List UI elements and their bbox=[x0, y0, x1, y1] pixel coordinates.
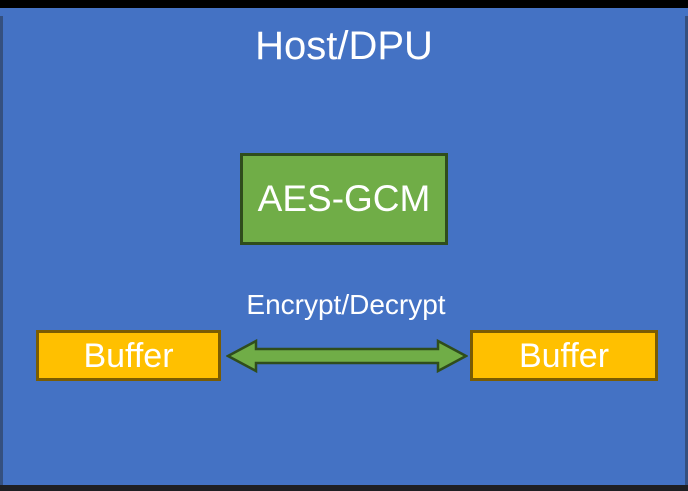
bidirectional-arrow-icon bbox=[226, 338, 468, 374]
right-border-strip bbox=[685, 16, 688, 491]
connector-label: Encrypt/Decrypt bbox=[246, 289, 446, 320]
node-buffer-left: Buffer bbox=[36, 330, 221, 381]
top-border-strip bbox=[0, 0, 688, 8]
node-buffer-right: Buffer bbox=[470, 330, 658, 381]
node-buffer-right-label: Buffer bbox=[518, 336, 610, 375]
page-title: Host/DPU bbox=[255, 24, 433, 68]
node-aes-gcm-label: AES-GCM bbox=[257, 178, 431, 219]
node-aes-gcm: AES-GCM bbox=[240, 153, 448, 245]
host-dpu-container: Host/DPU AES-GCM Encrypt/Decrypt Buffer … bbox=[0, 8, 688, 491]
node-buffer-left-label: Buffer bbox=[83, 336, 174, 375]
left-border-strip bbox=[0, 16, 3, 491]
bottom-border-strip bbox=[0, 485, 688, 491]
